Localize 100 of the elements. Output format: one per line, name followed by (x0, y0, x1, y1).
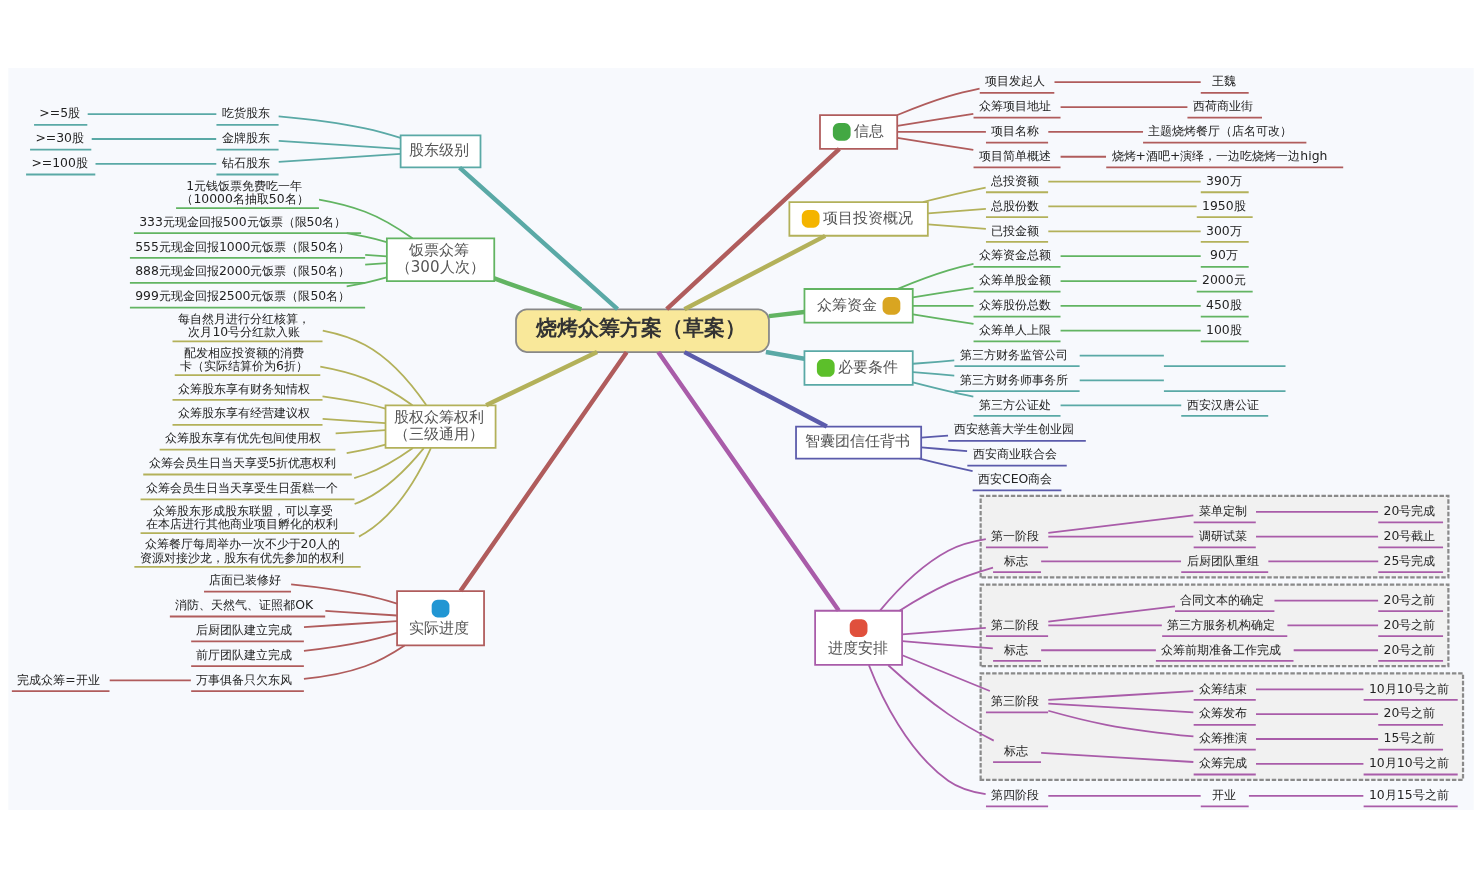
node-text: 众筹股东享有财务知情权 (177, 380, 310, 396)
node-text: 众筹推演 (1198, 730, 1247, 746)
connector (303, 632, 398, 652)
node-text: 10月10号之前 (1368, 680, 1449, 696)
connector (334, 429, 387, 435)
connector (345, 443, 387, 455)
node-box: 信息 (819, 114, 899, 150)
node-box: 必要条件 (803, 350, 914, 386)
node-text: 第三阶段 (991, 693, 1040, 708)
node-text: 项目发起人 (985, 73, 1046, 89)
node-text: 第三方财务监管公司 (959, 346, 1068, 362)
connector (901, 654, 991, 692)
connector (896, 137, 975, 151)
connector (303, 644, 406, 680)
node-text: 390万 (1206, 172, 1242, 188)
node-text: 烧烤+酒吧+演绎，一边吃烧烤一边high (1111, 148, 1328, 164)
connector (1078, 354, 1165, 357)
connector (277, 115, 402, 139)
connector (927, 223, 987, 230)
cluster (979, 583, 1450, 668)
connector (458, 166, 620, 311)
connector (898, 566, 994, 612)
node-box: 股东级别 (399, 134, 482, 169)
node-text: 450股 (1206, 297, 1242, 313)
node-text: 众筹会员生日当天享受生日蛋糕一个 (145, 479, 338, 495)
node-box: 烧烤众筹方案（草案） (515, 308, 770, 353)
connector (1047, 605, 1176, 623)
node-text: 20号截止 (1383, 527, 1436, 543)
connector (868, 664, 987, 796)
connector (1059, 329, 1202, 332)
node-box: 进度安排 (814, 609, 903, 666)
connector (458, 350, 629, 593)
connector (1255, 738, 1379, 740)
connector (927, 207, 987, 215)
connector (1047, 514, 1195, 534)
connector (1078, 379, 1165, 382)
connector (353, 447, 425, 505)
node-text: 西安慈善大学生创业园 (953, 421, 1074, 437)
connector (1248, 794, 1365, 797)
connector (277, 140, 402, 150)
connector (887, 664, 995, 742)
connector (1059, 106, 1189, 108)
connector (321, 418, 387, 424)
connector (345, 232, 388, 243)
connector (879, 538, 987, 612)
node-text: 众筹项目地址 (978, 98, 1051, 114)
node-text: 第二阶段 (991, 616, 1040, 632)
node-text: 西安汉唐公证 (1186, 396, 1259, 412)
connector (1047, 535, 1195, 538)
node-text: 众筹结束 (1198, 680, 1247, 696)
connector (1040, 649, 1157, 652)
connector (1292, 649, 1379, 652)
node-text: 第一阶段 (991, 527, 1040, 543)
connector (321, 329, 428, 406)
connector (1047, 702, 1195, 714)
node-text: 菜单定制 (1198, 503, 1247, 519)
node-text: >=5股 (39, 105, 81, 121)
node-box: 饭票众筹（300人次） (385, 237, 496, 282)
node-text: 众筹股份总数 (978, 297, 1051, 313)
connector (1273, 599, 1379, 602)
node-text: 完成众筹=开业 (17, 671, 100, 687)
connector (1040, 751, 1195, 763)
connector (912, 359, 956, 365)
connector (321, 395, 387, 410)
node-text: 20号之前 (1383, 641, 1436, 657)
node-text: 众筹股东形成股东联盟，可以享受在本店进行其他商业项目孵化的权利 (145, 502, 338, 531)
node-box: 众筹资金 (803, 288, 914, 324)
node-bar (1163, 365, 1287, 368)
node-text: 300万 (1206, 222, 1242, 238)
node-text: 第三方财务师事务所 (959, 371, 1068, 387)
node-text: 主题烧烤餐厅（店名可改） (1148, 123, 1293, 139)
connector (656, 350, 841, 612)
connector (912, 313, 975, 325)
node-text: 配发相应投资额的消费卡（实际结算价为6折） (180, 344, 308, 373)
connector (896, 263, 975, 290)
connector (364, 254, 388, 258)
node-text: 555元现金回报1000元饭票（限50名） (135, 238, 351, 254)
connector (324, 609, 398, 617)
node-text: 888元现金回报2000元饭票（限50名） (135, 263, 351, 279)
node-text: 众筹单股金额 (978, 272, 1051, 288)
connector (290, 583, 398, 605)
connector (920, 446, 968, 452)
connector (901, 640, 994, 650)
node-text: 众筹资金总额 (978, 247, 1051, 263)
connector (683, 233, 827, 312)
node-text: 众筹股东享有经营建议权 (177, 405, 310, 421)
node-text: 万事俱备只欠东风 (196, 671, 293, 687)
cluster (979, 672, 1465, 781)
connector (485, 350, 598, 408)
node-text: 众筹单人上限 (978, 322, 1051, 337)
node-text: 10月10号之前 (1368, 755, 1449, 771)
node-text: 每自然月进行分红核算，次月10号分红款入账 (177, 310, 310, 340)
connector (90, 138, 218, 140)
connector (1255, 535, 1379, 538)
node-text: 项目名称 (991, 123, 1040, 139)
node-bar (1163, 390, 1287, 392)
node-text: 众筹前期准备工作完成 (1161, 641, 1282, 657)
node-text: 第四阶段 (991, 787, 1040, 803)
connector (1047, 230, 1202, 233)
node-text: 众筹完成 (1198, 755, 1247, 771)
